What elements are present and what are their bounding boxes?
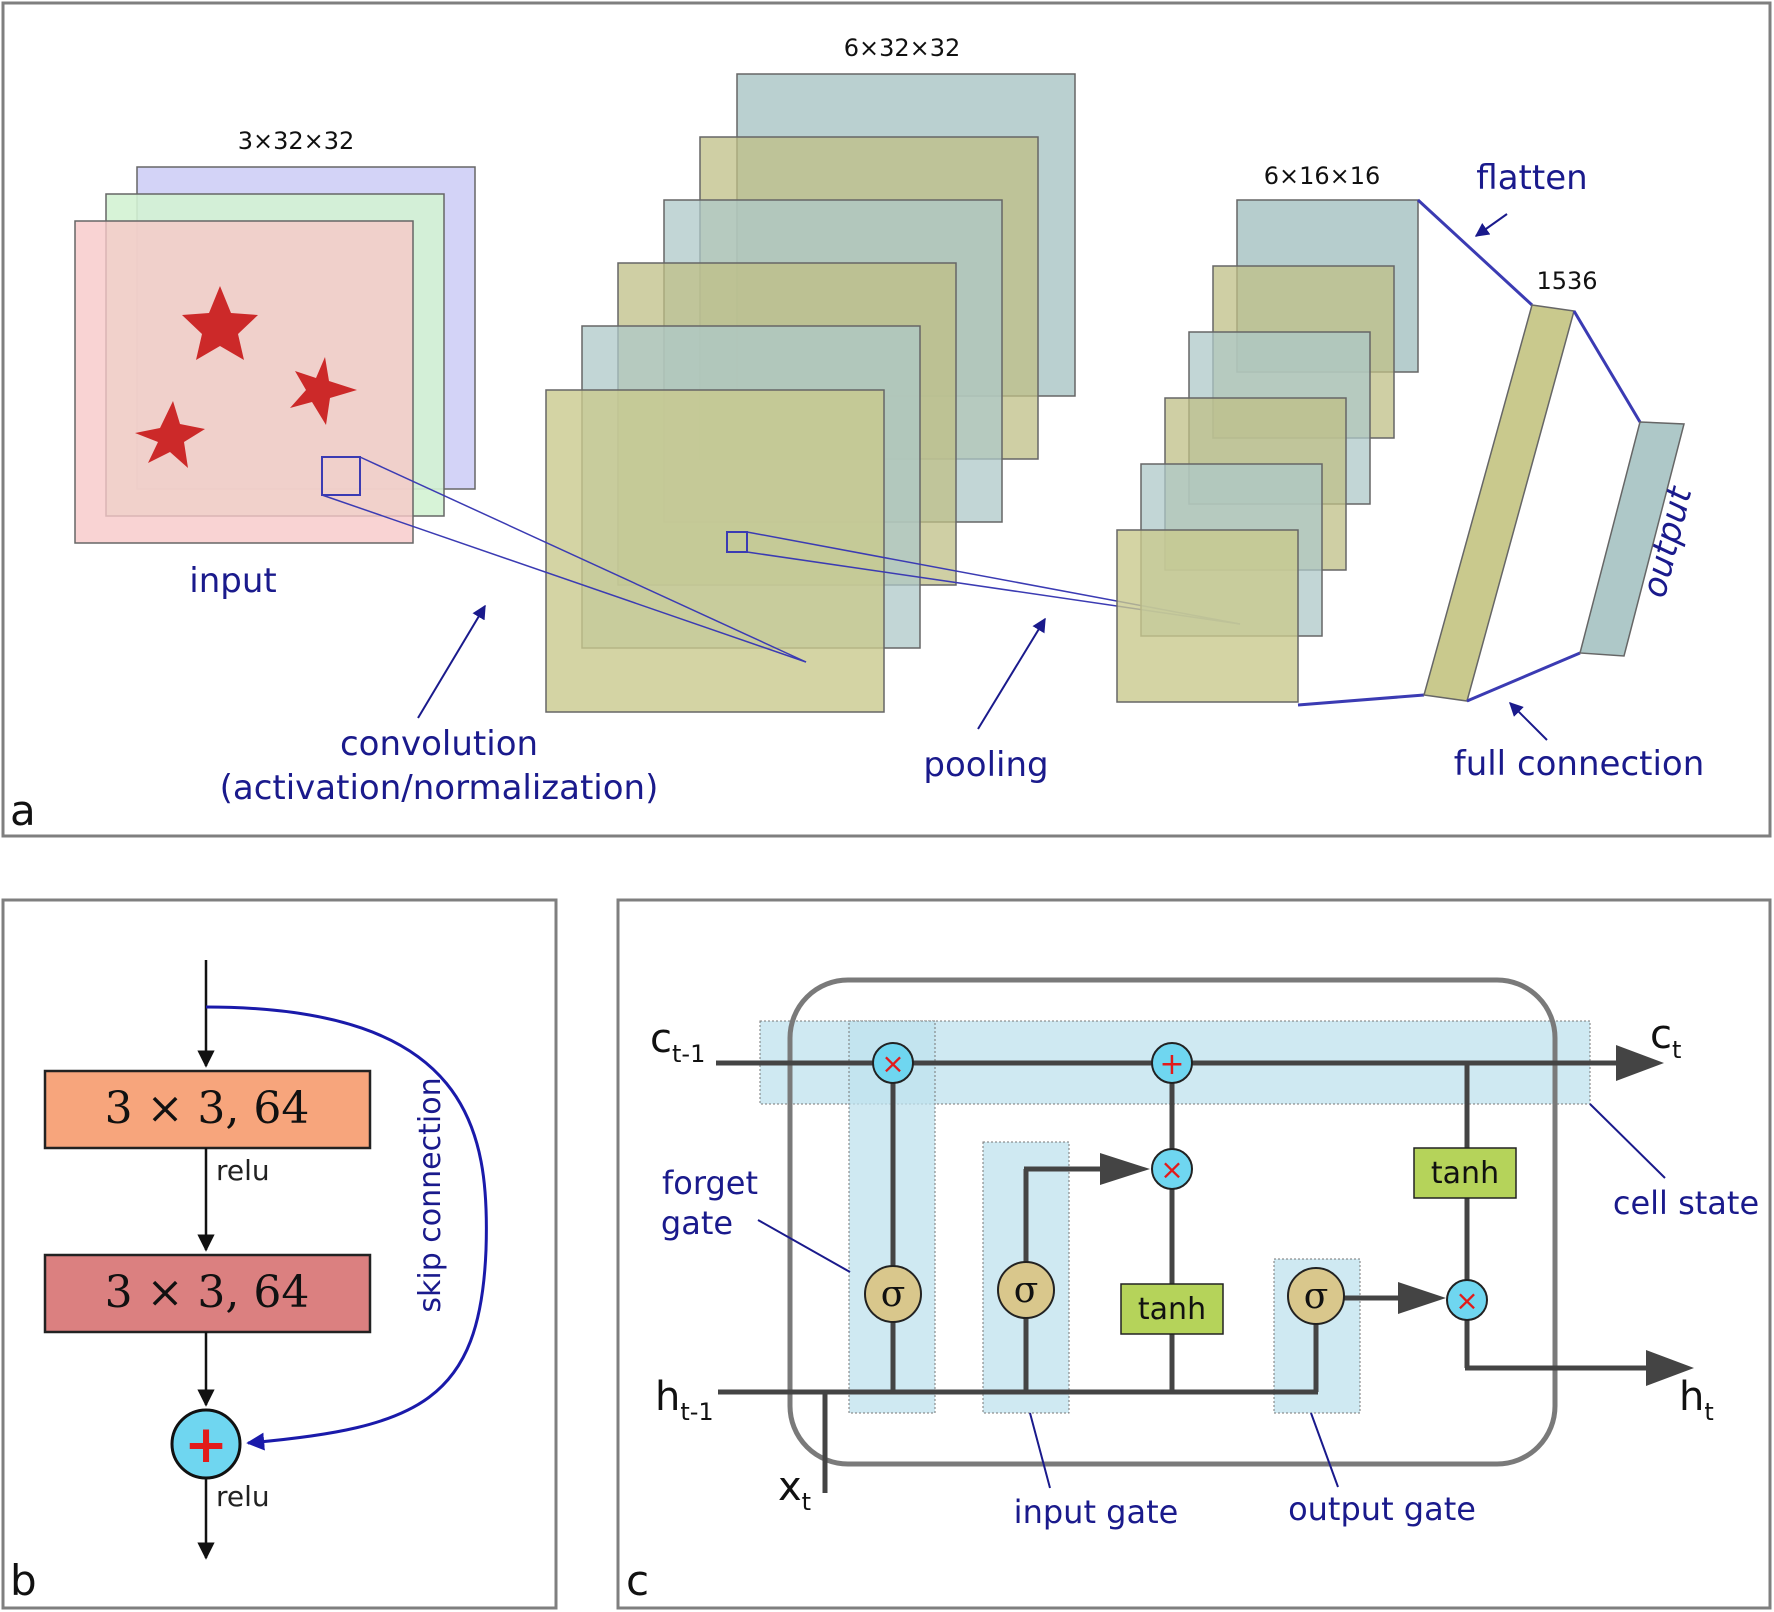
conv-label-line1: convolution (340, 724, 538, 764)
h-next-main: h (1679, 1374, 1704, 1420)
flatten-line-bottom (1297, 693, 1425, 707)
output-tanh-box (1413, 1147, 1517, 1199)
input-volume: 3×32×32 input (74, 127, 476, 601)
fc-line-top (1572, 310, 1642, 423)
relu-label-1: relu (216, 1154, 270, 1187)
pool-arrow (977, 617, 1046, 730)
rf-connector-1a (359, 456, 807, 663)
c-next-label: ct (1650, 1012, 1681, 1064)
resblock-conv2 (43, 1253, 372, 1334)
forget-gate-pointer (757, 1219, 851, 1273)
conv-label-line2: (activation/normalization) (220, 768, 659, 808)
input-sigma-node (997, 1261, 1055, 1319)
input-gate-arrowhead (1100, 1153, 1150, 1185)
receptive-field-input (321, 456, 361, 496)
panel-a-letter: a (10, 786, 36, 835)
star-3 (135, 401, 205, 468)
c-next-sub: t (1672, 1036, 1681, 1064)
pool-dims: 6×16×16 (1264, 162, 1381, 190)
input-gate-label: input gate (1014, 1493, 1179, 1531)
output-gate-pointer (1310, 1412, 1339, 1488)
h-prev-sub: t-1 (680, 1398, 713, 1426)
pooling-label: pooling (923, 745, 1048, 785)
c-prev-main: c (650, 1016, 672, 1062)
full-connection-label: full connection (1454, 744, 1705, 784)
forget-multiply-node (872, 1042, 914, 1084)
forget-gate-label-2: gate (661, 1204, 733, 1242)
cell-add-symbol: + (1159, 1047, 1184, 1082)
forget-sigma-node (864, 1265, 922, 1323)
cell-add-node (1151, 1042, 1193, 1084)
rf-connector-1b (321, 494, 807, 663)
skip-connection-label: skip connection (413, 1077, 448, 1312)
output-gate-arrowhead (1398, 1282, 1446, 1314)
fc-arrow (1509, 702, 1548, 741)
panel-b-letter: b (10, 1556, 37, 1605)
candidate-tanh-label: tanh (1138, 1292, 1206, 1327)
c-prev-sub: t-1 (672, 1040, 705, 1068)
conv-arrow (417, 604, 486, 719)
flatten-arrow (1474, 213, 1508, 237)
skip-connection-curve (205, 1005, 488, 1451)
resblock-conv1 (43, 1069, 372, 1150)
star-2 (290, 357, 357, 425)
input-multiply-node (1151, 1148, 1193, 1190)
output-gate-label: output gate (1288, 1490, 1476, 1528)
conv-stack: 6×32×32 (545, 34, 1076, 713)
input-multiply-symbol: × (1160, 1153, 1183, 1186)
cell-state-arrowhead (1616, 1045, 1664, 1081)
input-gate-pointer (1029, 1412, 1051, 1489)
panel-b: 3 × 3, 64 relu 3 × 3, 64 skip connection… (1, 898, 558, 1610)
output-multiply-node (1446, 1279, 1488, 1321)
pool-map-1 (1116, 529, 1299, 703)
x-input-label: xt (778, 1464, 811, 1516)
pool-stack: 6×16×16 (1116, 162, 1419, 703)
h-prev-main: h (655, 1374, 680, 1420)
panel-c-frame (616, 898, 1772, 1610)
flatten-label: flatten (1476, 158, 1587, 198)
panel-c: × + × × σ σ σ tanh tanh ct-1 ct ht-1 ht … (616, 898, 1772, 1610)
output-sigma-symbol: σ (1304, 1276, 1329, 1317)
fc-line-bottom (1466, 651, 1581, 703)
cell-state-label: cell state (1613, 1184, 1759, 1222)
c-prev-label: ct-1 (650, 1016, 705, 1068)
candidate-tanh-box (1120, 1283, 1224, 1335)
x-input-sub: t (802, 1488, 811, 1516)
resblock-conv2-label: 3 × 3, 64 (105, 1267, 310, 1318)
h-out-arrowhead (1646, 1350, 1694, 1386)
input-channel-red (74, 220, 414, 544)
panel-a: 3×32×32 input 6×32×32 6×16×16 (1, 1, 1772, 838)
conv-map-1 (545, 389, 885, 713)
cell-state-pointer (1589, 1103, 1666, 1179)
flat-size: 1536 (1536, 267, 1597, 295)
h-prev-label: ht-1 (655, 1374, 714, 1426)
resblock-conv1-label: 3 × 3, 64 (105, 1083, 310, 1134)
h-next-label: ht (1679, 1374, 1714, 1426)
c-next-main: c (1650, 1012, 1672, 1058)
input-dims: 3×32×32 (238, 127, 355, 155)
output-vector (1579, 421, 1685, 657)
forget-multiply-symbol: × (881, 1047, 904, 1080)
add-node-symbol: + (184, 1415, 228, 1475)
star-1 (182, 286, 258, 360)
output-sigma-node (1287, 1267, 1345, 1325)
output-tanh-label: tanh (1431, 1156, 1499, 1191)
x-input-main: x (778, 1464, 802, 1510)
receptive-field-conv (726, 531, 748, 553)
input-label: input (189, 561, 276, 601)
flatten-line-top (1416, 198, 1534, 307)
relu-label-2: relu (216, 1480, 270, 1513)
conv-dims: 6×32×32 (844, 34, 961, 62)
output-multiply-symbol: × (1455, 1284, 1478, 1317)
h-next-sub: t (1704, 1398, 1713, 1426)
forget-sigma-symbol: σ (881, 1274, 906, 1315)
input-sigma-symbol: σ (1014, 1270, 1039, 1311)
panel-c-letter: c (626, 1556, 649, 1605)
lstm-cell-boundary (787, 977, 1558, 1467)
forget-gate-label-1: forget (662, 1164, 758, 1202)
